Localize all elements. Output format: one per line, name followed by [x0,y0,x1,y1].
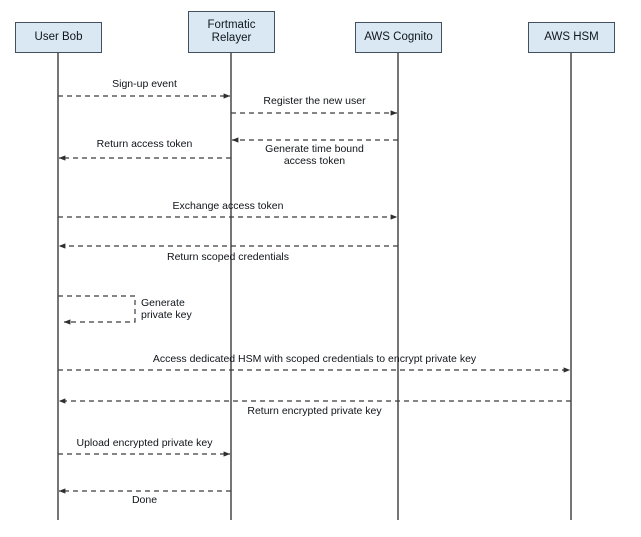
message-label-generate-private-key: Generate private key [141,297,192,321]
message-label-generate-time-bound-token: Generate time bound access token [265,143,364,167]
message-label-return-encrypted-key: Return encrypted private key [247,405,382,417]
message-label-return-access-token: Return access token [96,138,193,150]
message-label-exchange-access-token: Exchange access token [172,200,284,212]
self-message-generate-private-key [58,295,136,325]
message-label-upload-encrypted-key: Upload encrypted private key [76,437,213,449]
message-label-register-new-user: Register the new user [263,95,366,107]
lifelines-group [57,53,572,520]
message-label-return-scoped-credentials: Return scoped credentials [167,251,289,263]
message-label-access-dedicated-hsm: Access dedicated HSM with scoped credent… [152,353,477,365]
message-label-signup-event: Sign-up event [112,78,177,90]
message-arrows-group [58,93,571,494]
message-label-done: Done [131,494,158,506]
actor-box-user-bob[interactable]: User Bob [15,22,102,53]
actor-box-fortmatic-relayer[interactable]: Fortmatic Relayer [188,11,275,53]
actor-box-aws-hsm[interactable]: AWS HSM [528,22,615,53]
actor-box-aws-cognito[interactable]: AWS Cognito [355,22,442,53]
